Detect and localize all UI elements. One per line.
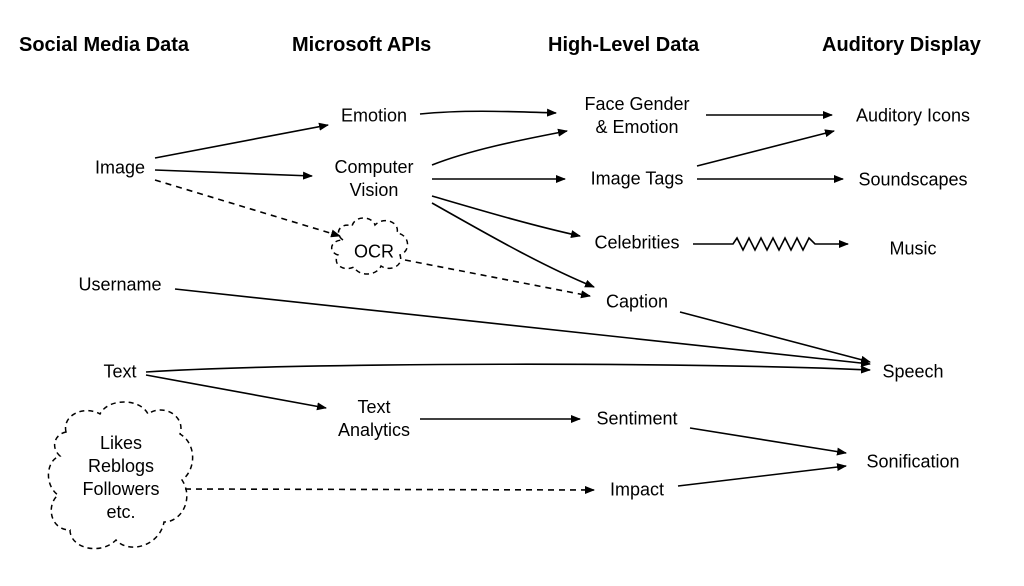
edge-impact-to-sonification (677, 463, 847, 487)
edge-ocr-to-caption (404, 259, 591, 299)
node-celebrities: Celebrities (594, 232, 680, 253)
node-music: Music (889, 238, 937, 259)
edge-sentiment-to-sonification (689, 427, 847, 456)
ocr-cloud (331, 217, 409, 275)
node-sonification: Sonification (866, 451, 960, 472)
node-face-gender-emotion: Face Gender & Emotion (584, 93, 689, 139)
edge-image-tags-to-auditory-icons (696, 129, 835, 167)
node-analytics-line: Analytics (337, 420, 411, 440)
header-high-level-data: High-Level Data (548, 34, 700, 56)
node-image: Image (94, 157, 146, 178)
node-emotion: Emotion (340, 105, 408, 126)
node-likes: Likes Reblogs Followers etc. (82, 432, 159, 524)
node-vision-line: Vision (349, 180, 399, 200)
node-face-gender-line: Face Gender (584, 94, 690, 114)
node-impact: Impact (609, 479, 665, 500)
edge-image-to-emotion (154, 122, 329, 159)
edge-computer-vision-to-celebrities (431, 195, 581, 238)
edge-text-to-speech (145, 363, 871, 374)
node-reblogs-line: Reblogs (87, 456, 155, 476)
edge-image-to-ocr (154, 179, 341, 238)
edge-text-to-text-analytics (145, 374, 327, 411)
node-sentiment: Sentiment (596, 408, 678, 429)
edge-image-to-computer-vision (154, 169, 313, 180)
edge-likes-to-impact (184, 485, 595, 494)
node-speech: Speech (882, 361, 944, 382)
node-and-emotion-line: & Emotion (595, 117, 679, 137)
edge-computer-vision-to-face-gender (431, 128, 568, 166)
node-username: Username (78, 274, 162, 295)
likes-cloud (47, 401, 194, 550)
node-ocr: OCR (354, 241, 394, 262)
node-etc-line: etc. (106, 502, 136, 522)
node-computer-line: Computer (334, 157, 414, 177)
node-caption: Caption (605, 291, 669, 312)
node-image-tags: Image Tags (590, 168, 684, 189)
node-followers-line: Followers (82, 479, 160, 499)
header-social-media-data: Social Media Data (19, 34, 190, 56)
header-auditory-display: Auditory Display (822, 34, 981, 56)
edge-computer-vision-to-caption (431, 202, 595, 288)
header-microsoft-apis: Microsoft APIs (292, 34, 432, 56)
edge-emotion-to-face-gender (419, 108, 557, 117)
node-likes-line: Likes (99, 433, 143, 453)
node-text-line: Text (357, 397, 391, 417)
edge-celebrities-to-music (693, 236, 849, 252)
edge-caption-to-speech (679, 311, 871, 364)
node-auditory-icons: Auditory Icons (855, 105, 971, 126)
edge-username-to-speech (174, 288, 871, 368)
node-text: Text (103, 361, 137, 382)
node-text-analytics: Text Analytics (338, 396, 410, 442)
node-soundscapes: Soundscapes (858, 169, 968, 190)
node-computer-vision: Computer Vision (334, 156, 413, 202)
